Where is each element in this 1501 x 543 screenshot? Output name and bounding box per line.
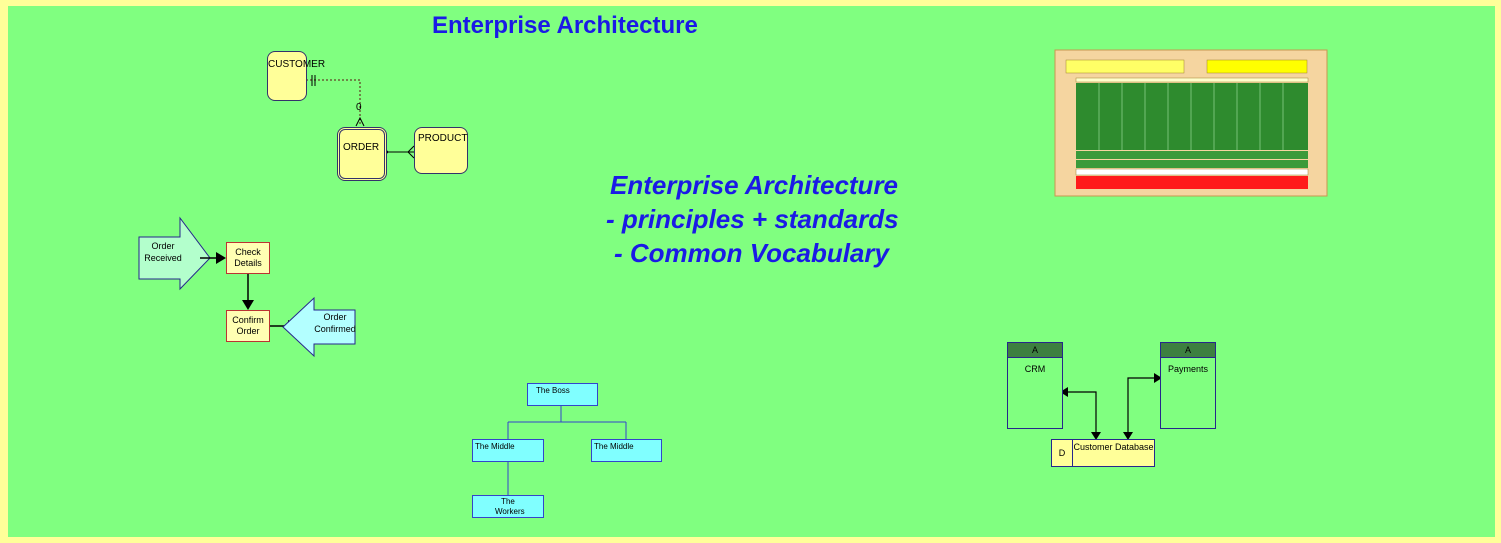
order-confirmed-label: Order Confirmed bbox=[314, 312, 356, 334]
center-statement: Enterprise Architecture - principles + s… bbox=[596, 168, 976, 270]
crm-arrowhead bbox=[1060, 387, 1068, 397]
arch-top-right-box bbox=[1206, 59, 1308, 74]
app-crm-tag: A bbox=[1008, 343, 1062, 358]
flow-arrowhead-2 bbox=[242, 300, 254, 310]
arch-red-band bbox=[1076, 176, 1308, 189]
zero-label: 0 bbox=[356, 102, 362, 113]
org-box-boss[interactable]: The Boss bbox=[527, 383, 598, 406]
org-middle-right-label: The Middle bbox=[594, 442, 634, 451]
entity-customer[interactable]: CUSTOMER bbox=[267, 51, 325, 101]
entity-product-label: PRODUCT bbox=[418, 133, 468, 144]
app-crm[interactable]: A CRM bbox=[1007, 342, 1063, 429]
page-title: Enterprise Architecture bbox=[432, 12, 698, 39]
arch-band bbox=[1075, 77, 1309, 83]
arch-column-dividers bbox=[1098, 83, 1284, 150]
db-arrowhead-right bbox=[1123, 432, 1133, 440]
app-payments-label: Payments bbox=[1167, 364, 1209, 374]
center-line-1: Enterprise Architecture bbox=[610, 170, 899, 200]
customer-order-link bbox=[306, 79, 361, 126]
payments-arrowhead bbox=[1154, 373, 1162, 383]
org-workers-label: The Workers bbox=[495, 497, 525, 516]
order-confirmed-shape[interactable] bbox=[282, 296, 356, 358]
entity-customer-label: CUSTOMER bbox=[268, 59, 326, 70]
org-middle-left-label: The Middle bbox=[475, 442, 515, 451]
order-received-label: Order Received bbox=[144, 241, 182, 263]
payments-db-link bbox=[1127, 377, 1160, 438]
arch-green-band-1 bbox=[1076, 151, 1308, 159]
app-payments[interactable]: A Payments bbox=[1160, 342, 1216, 429]
arch-top-left-box bbox=[1065, 59, 1185, 74]
order-received-shape[interactable] bbox=[138, 216, 211, 291]
org-boss-label: The Boss bbox=[536, 386, 570, 395]
flow-arrowhead-1 bbox=[216, 252, 226, 264]
crm-db-link bbox=[1062, 391, 1097, 438]
confirm-order-label: Confirm Order bbox=[232, 315, 264, 336]
crow-foot-product bbox=[407, 145, 415, 159]
org-box-middle-right[interactable]: The Middle bbox=[591, 439, 662, 462]
datastore-tag: D bbox=[1052, 440, 1073, 466]
confirm-order-box[interactable]: Confirm Order bbox=[226, 310, 270, 342]
datastore-customer-database[interactable]: D Customer Database bbox=[1051, 439, 1155, 467]
app-payments-tag: A bbox=[1161, 343, 1215, 358]
org-box-workers[interactable]: The Workers bbox=[472, 495, 544, 518]
center-line-2: - principles + standards bbox=[606, 204, 899, 234]
arch-white-band bbox=[1075, 168, 1309, 176]
org-box-middle-left[interactable]: The Middle bbox=[472, 439, 544, 462]
crow-foot-order bbox=[355, 116, 365, 127]
app-crm-label: CRM bbox=[1024, 364, 1046, 374]
entity-order[interactable]: ORDER bbox=[337, 127, 387, 181]
entity-product[interactable]: PRODUCT bbox=[414, 127, 468, 174]
check-details-box[interactable]: Check Details bbox=[226, 242, 270, 274]
db-arrowhead-left bbox=[1091, 432, 1101, 440]
datastore-label: Customer Database bbox=[1073, 442, 1154, 452]
arch-green-block bbox=[1076, 83, 1308, 150]
arch-green-band-2 bbox=[1076, 160, 1308, 168]
entity-order-label: ORDER bbox=[343, 142, 380, 153]
check-details-label: Check Details bbox=[234, 247, 262, 268]
center-line-3: - Common Vocabulary bbox=[614, 238, 889, 268]
